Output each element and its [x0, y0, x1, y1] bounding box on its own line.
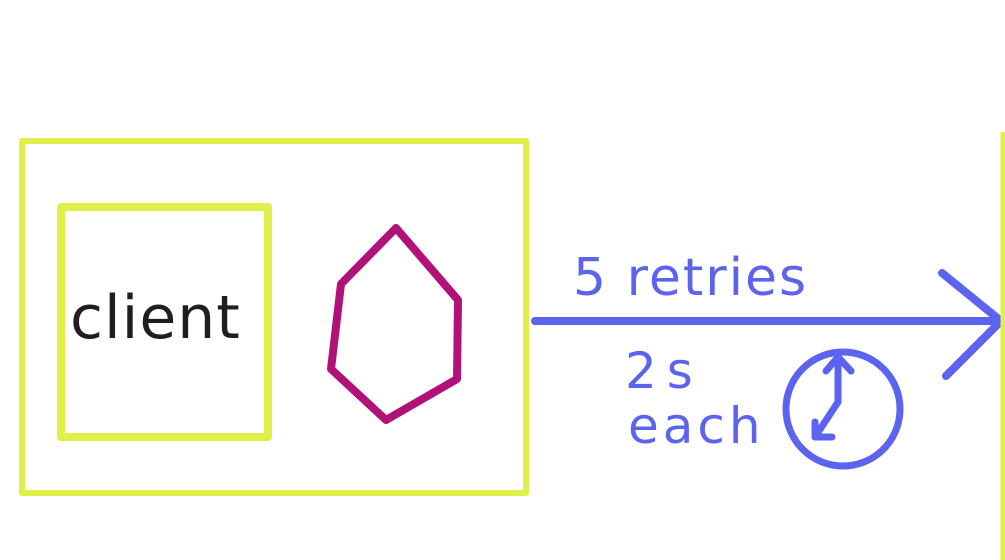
outer-container-box — [19, 138, 529, 496]
interval-label-line2: each — [628, 397, 765, 455]
retries-label: 5 retries — [573, 248, 808, 308]
interval-label-line1: 2s — [625, 342, 703, 400]
client-label: client — [70, 283, 241, 353]
clock-icon — [782, 348, 904, 470]
hexagon-shape — [327, 224, 462, 424]
client-box — [57, 203, 272, 441]
